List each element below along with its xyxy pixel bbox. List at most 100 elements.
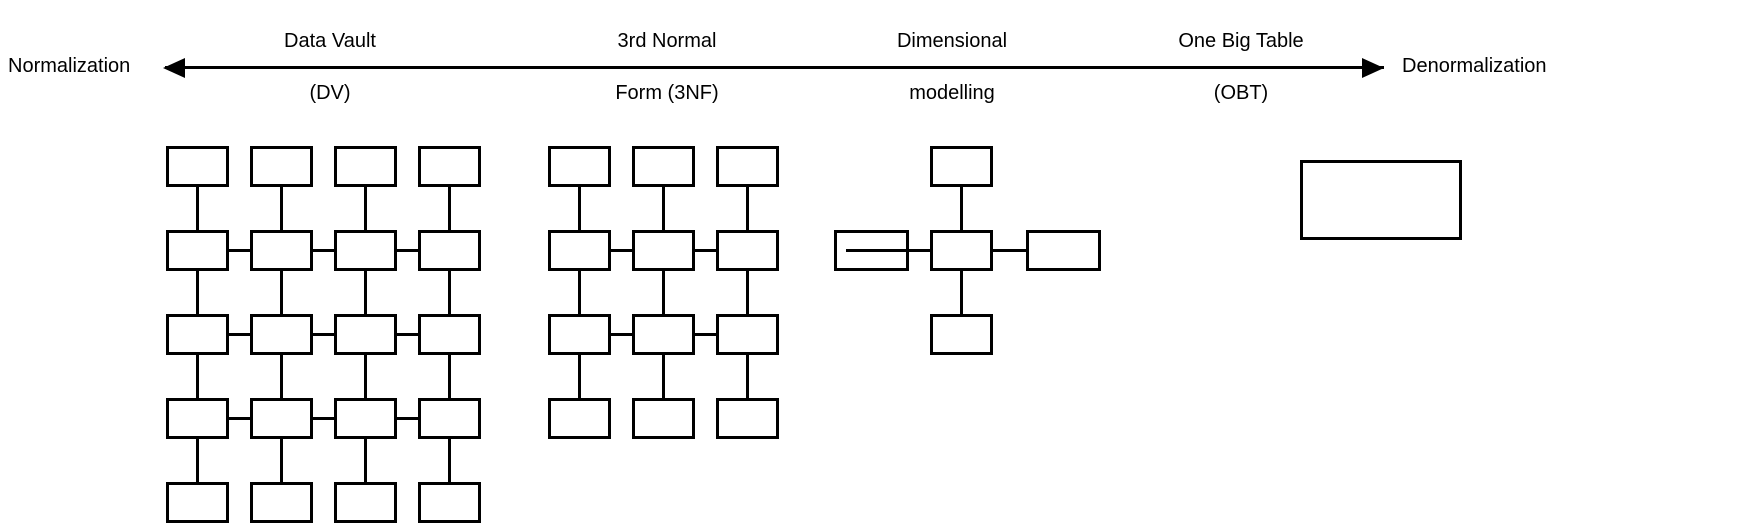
connector-vertical bbox=[578, 355, 581, 398]
connector-vertical bbox=[280, 439, 283, 482]
connector-vertical bbox=[280, 187, 283, 230]
connector-horizontal bbox=[397, 417, 418, 420]
table-node bbox=[250, 146, 313, 187]
stage-label-line-1: Dimensional bbox=[896, 30, 1008, 52]
axis-label-normalization: Normalization bbox=[8, 55, 131, 77]
stage-label-line-1: One Big Table bbox=[1178, 30, 1304, 52]
connector-horizontal bbox=[313, 249, 334, 252]
connector-horizontal bbox=[611, 249, 632, 252]
stage-label-line-1: 3rd Normal bbox=[617, 30, 717, 52]
table-node bbox=[418, 398, 481, 439]
table-node bbox=[166, 482, 229, 523]
connector-vertical bbox=[662, 187, 665, 230]
connector-vertical bbox=[662, 271, 665, 314]
connector-vertical bbox=[746, 355, 749, 398]
connector-vertical bbox=[960, 271, 963, 314]
dimension-table-node bbox=[930, 314, 993, 355]
stage-label-one-big-table: One Big Table (OBT) bbox=[1141, 2, 1341, 132]
connector-vertical bbox=[448, 439, 451, 482]
connector-vertical bbox=[196, 355, 199, 398]
connector-horizontal bbox=[611, 333, 632, 336]
table-node bbox=[548, 230, 611, 271]
axis-line bbox=[165, 66, 1384, 69]
connector-vertical bbox=[578, 187, 581, 230]
connector-vertical bbox=[662, 355, 665, 398]
table-node bbox=[716, 314, 779, 355]
connector-horizontal bbox=[229, 249, 250, 252]
arrow-left-icon bbox=[163, 58, 185, 78]
connector-horizontal bbox=[313, 417, 334, 420]
table-node bbox=[250, 398, 313, 439]
axis-label-denormalization: Denormalization bbox=[1402, 55, 1547, 77]
connector-vertical bbox=[448, 187, 451, 230]
connector-vertical bbox=[280, 271, 283, 314]
table-node bbox=[334, 398, 397, 439]
table-node bbox=[250, 230, 313, 271]
table-node bbox=[418, 482, 481, 523]
stage-label-line-2: (DV) bbox=[309, 82, 351, 104]
connector-horizontal bbox=[313, 333, 334, 336]
dimension-table-node bbox=[1026, 230, 1101, 271]
connector-vertical bbox=[196, 439, 199, 482]
connector-vertical bbox=[196, 271, 199, 314]
table-node bbox=[716, 398, 779, 439]
table-node bbox=[548, 146, 611, 187]
table-node bbox=[334, 230, 397, 271]
arrow-right-icon bbox=[1362, 58, 1384, 78]
table-node bbox=[166, 146, 229, 187]
stage-label-line-2: (OBT) bbox=[1213, 82, 1269, 104]
table-node bbox=[166, 230, 229, 271]
connector-horizontal bbox=[397, 333, 418, 336]
table-node bbox=[632, 146, 695, 187]
connector-vertical bbox=[448, 271, 451, 314]
table-node bbox=[548, 314, 611, 355]
table-node bbox=[548, 398, 611, 439]
stage-label-line-2: Form (3NF) bbox=[615, 82, 719, 104]
connector-vertical bbox=[364, 355, 367, 398]
stage-label-line-1: Data Vault bbox=[284, 30, 376, 52]
connector-vertical bbox=[364, 187, 367, 230]
table-node bbox=[632, 314, 695, 355]
fact-table-node bbox=[930, 230, 993, 271]
table-node bbox=[334, 482, 397, 523]
connector-horizontal bbox=[695, 333, 716, 336]
connector-vertical bbox=[448, 355, 451, 398]
table-node bbox=[166, 398, 229, 439]
connector-vertical bbox=[960, 187, 963, 230]
table-node bbox=[418, 146, 481, 187]
stage-label-dimensional-modelling: Dimensional modelling bbox=[852, 2, 1052, 132]
connector-vertical bbox=[196, 187, 199, 230]
stage-label-line-2: modelling bbox=[909, 82, 995, 104]
table-node bbox=[418, 230, 481, 271]
connector-horizontal bbox=[229, 333, 250, 336]
connector-vertical bbox=[746, 187, 749, 230]
connector-horizontal bbox=[695, 249, 716, 252]
stage-label-third-normal-form: 3rd Normal Form (3NF) bbox=[567, 2, 767, 132]
connector-vertical bbox=[746, 271, 749, 314]
table-node bbox=[250, 314, 313, 355]
table-node bbox=[716, 146, 779, 187]
connector-vertical bbox=[364, 439, 367, 482]
one-big-table-node bbox=[1300, 160, 1462, 240]
stage-label-data-vault: Data Vault (DV) bbox=[230, 2, 430, 132]
connector-horizontal bbox=[993, 249, 1026, 252]
table-node bbox=[166, 314, 229, 355]
table-node bbox=[250, 482, 313, 523]
table-node bbox=[418, 314, 481, 355]
table-node bbox=[334, 314, 397, 355]
connector-vertical bbox=[578, 271, 581, 314]
table-node bbox=[334, 146, 397, 187]
table-node bbox=[716, 230, 779, 271]
dimension-table-node bbox=[930, 146, 993, 187]
table-node bbox=[632, 398, 695, 439]
connector-vertical bbox=[280, 355, 283, 398]
connector-horizontal bbox=[229, 417, 250, 420]
connector-vertical bbox=[364, 271, 367, 314]
connector-horizontal bbox=[846, 249, 930, 252]
connector-horizontal bbox=[397, 249, 418, 252]
